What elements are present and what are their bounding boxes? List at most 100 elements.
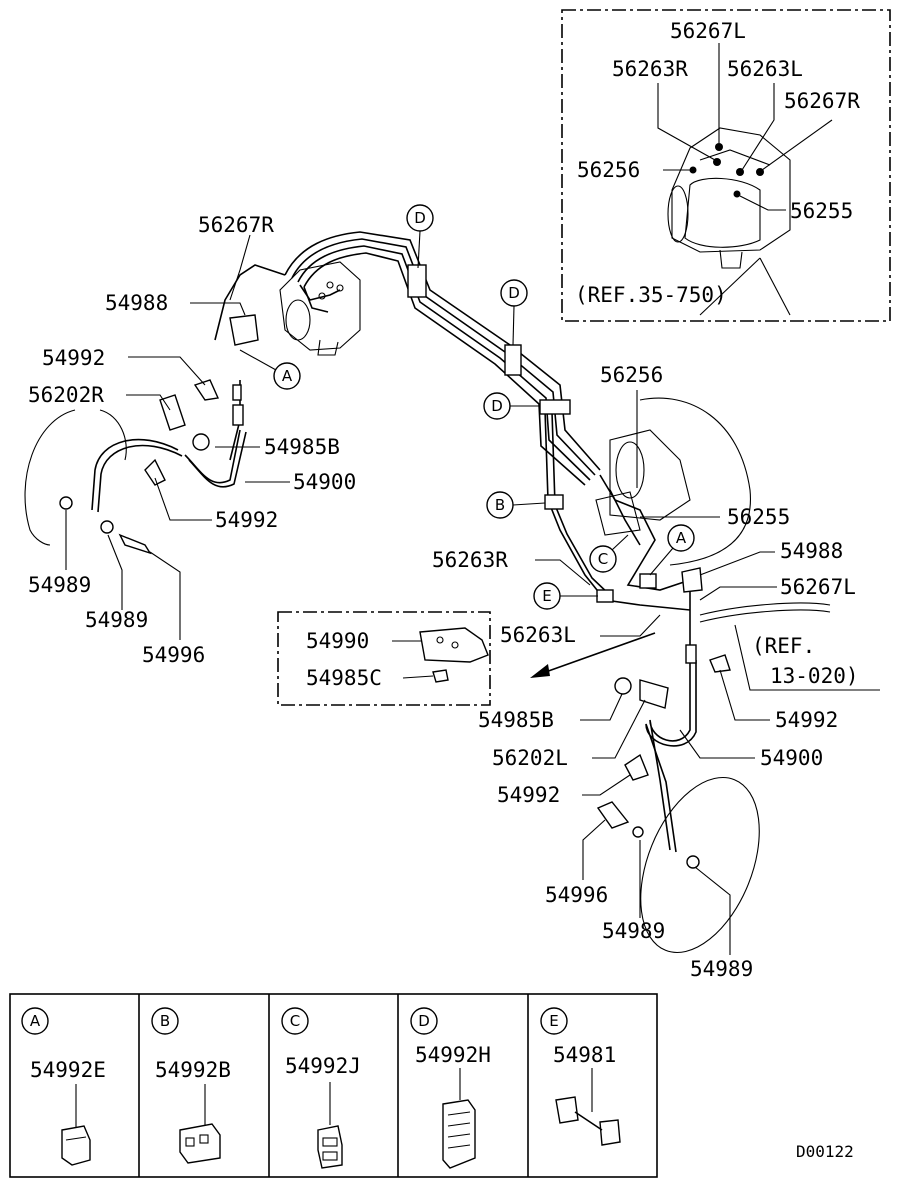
legend-part-d: 54992H [415, 1043, 491, 1067]
legend-letter-a: A [30, 1012, 41, 1030]
label-54900: 54900 [760, 746, 823, 770]
label-56263R: 56263R [432, 548, 508, 572]
label-54992: 54992 [775, 708, 838, 732]
svg-text:D: D [491, 397, 503, 415]
legend-part-e: 54981 [553, 1043, 616, 1067]
bracket-icon [639, 679, 669, 709]
bundle-clips [407, 264, 657, 603]
label-56202L: 56202L [492, 746, 568, 770]
label-56255: 56255 [727, 505, 790, 529]
washer-icon [59, 496, 73, 510]
inset-label-54985C: 54985C [306, 666, 382, 690]
label-54992: 54992 [497, 783, 560, 807]
nut-icon [614, 677, 632, 695]
clip-icon [193, 379, 220, 401]
bolt-icon [118, 533, 152, 555]
clip-legend: A 54992E B 54992B C 54992J [9, 993, 658, 1178]
nut-icon [192, 433, 210, 451]
clip-icon [709, 654, 731, 673]
label-54989: 54989 [85, 608, 148, 632]
washer-icon [100, 520, 114, 534]
bolt-icon [596, 801, 630, 829]
label-54996: 54996 [142, 643, 205, 667]
svg-text:A: A [676, 529, 687, 547]
svg-text:C: C [598, 550, 608, 568]
inset-frame [561, 9, 891, 322]
ref-line [699, 602, 831, 616]
svg-text:D: D [414, 209, 426, 227]
drawing-code: D00122 [796, 1142, 854, 1161]
label-ref-13-020: 13-020) [770, 664, 859, 688]
inset-clamp-frame [277, 611, 491, 706]
legend-frame [9, 993, 658, 1178]
label-56202R: 56202R [28, 383, 104, 407]
inset-ref-label: (REF.35-750) [575, 283, 727, 307]
inset-label-56256: 56256 [577, 158, 640, 182]
legend-letter-e: E [549, 1012, 558, 1030]
label-54985B: 54985B [478, 708, 554, 732]
inset-clamp: 54990 54985C [277, 611, 491, 706]
callout-circle-c [589, 545, 617, 573]
label-56263L: 56263L [500, 623, 576, 647]
label-56267R: 56267R [198, 213, 274, 237]
inset-label-56263R: 56263R [612, 57, 688, 81]
inset-label-56267L: 56267L [670, 19, 746, 43]
left-unit-sketch [279, 261, 361, 356]
clip-54992e-icon [61, 1125, 91, 1166]
right-booster-sketch [595, 397, 751, 566]
legend-part-a: 54992E [30, 1058, 106, 1082]
svg-text:E: E [542, 587, 551, 605]
legend-cell-e: E 54981 [540, 1007, 621, 1146]
fitting-icon [232, 404, 244, 426]
hydraulic-unit-body [671, 127, 791, 253]
legend-cell-d: D 54992H [410, 1007, 491, 1169]
right-wheel-assembly [596, 567, 760, 954]
label-54989: 54989 [602, 919, 665, 943]
legend-cell-c: C 54992J [281, 1007, 361, 1169]
label-54989: 54989 [690, 957, 753, 981]
inset-hydraulic-unit: 56267L 56263R 56263L 56267R 56256 56255 … [561, 9, 891, 322]
label-54985B: 54985B [264, 435, 340, 459]
fitting-icon [685, 644, 697, 664]
clip-icon [624, 753, 649, 781]
svg-text:A: A [282, 367, 293, 385]
label-54988: 54988 [780, 539, 843, 563]
inset-arrow [539, 632, 656, 675]
callout-circle-a [273, 362, 301, 390]
label-56256: 56256 [600, 363, 663, 387]
leader-lines [65, 234, 777, 955]
clamp-insert-icon [432, 669, 449, 683]
label-54992: 54992 [215, 508, 278, 532]
bracket-icon [229, 314, 259, 346]
legend-cell-a: A 54992E [21, 1007, 106, 1166]
label-54900: 54900 [293, 470, 356, 494]
svg-text:D: D [508, 284, 520, 302]
legend-letter-b: B [160, 1012, 170, 1030]
label-54988: 54988 [105, 291, 168, 315]
label-ref: (REF. [752, 634, 815, 658]
label-54996: 54996 [545, 883, 608, 907]
label-54989: 54989 [28, 573, 91, 597]
clip-54981-icon [555, 1096, 579, 1124]
legend-part-c: 54992J [285, 1054, 361, 1078]
inset-label-56255: 56255 [790, 199, 853, 223]
legend-letter-c: C [290, 1012, 300, 1030]
legend-letter-d: D [418, 1012, 430, 1030]
part-labels: 56267R 54988 54992 56202R 54985B 54900 5… [28, 213, 859, 981]
washer-icon [686, 855, 700, 869]
label-54992: 54992 [42, 346, 105, 370]
clip-icon [144, 458, 166, 486]
legend-part-b: 54992B [155, 1058, 231, 1082]
callout-circle-a [667, 524, 695, 552]
callouts: D D D A B C A E [239, 204, 695, 610]
bracket-icon [681, 567, 703, 593]
label-56267L: 56267L [780, 575, 856, 599]
clamp-icon [419, 627, 489, 663]
inset-label-54990: 54990 [306, 629, 369, 653]
legend-cell-b: B 54992B [151, 1007, 231, 1164]
washer-icon [632, 826, 644, 838]
inset-label-56263L: 56263L [727, 57, 803, 81]
clip-54992j-icon [317, 1125, 343, 1169]
inset-label-56267R: 56267R [784, 89, 860, 113]
